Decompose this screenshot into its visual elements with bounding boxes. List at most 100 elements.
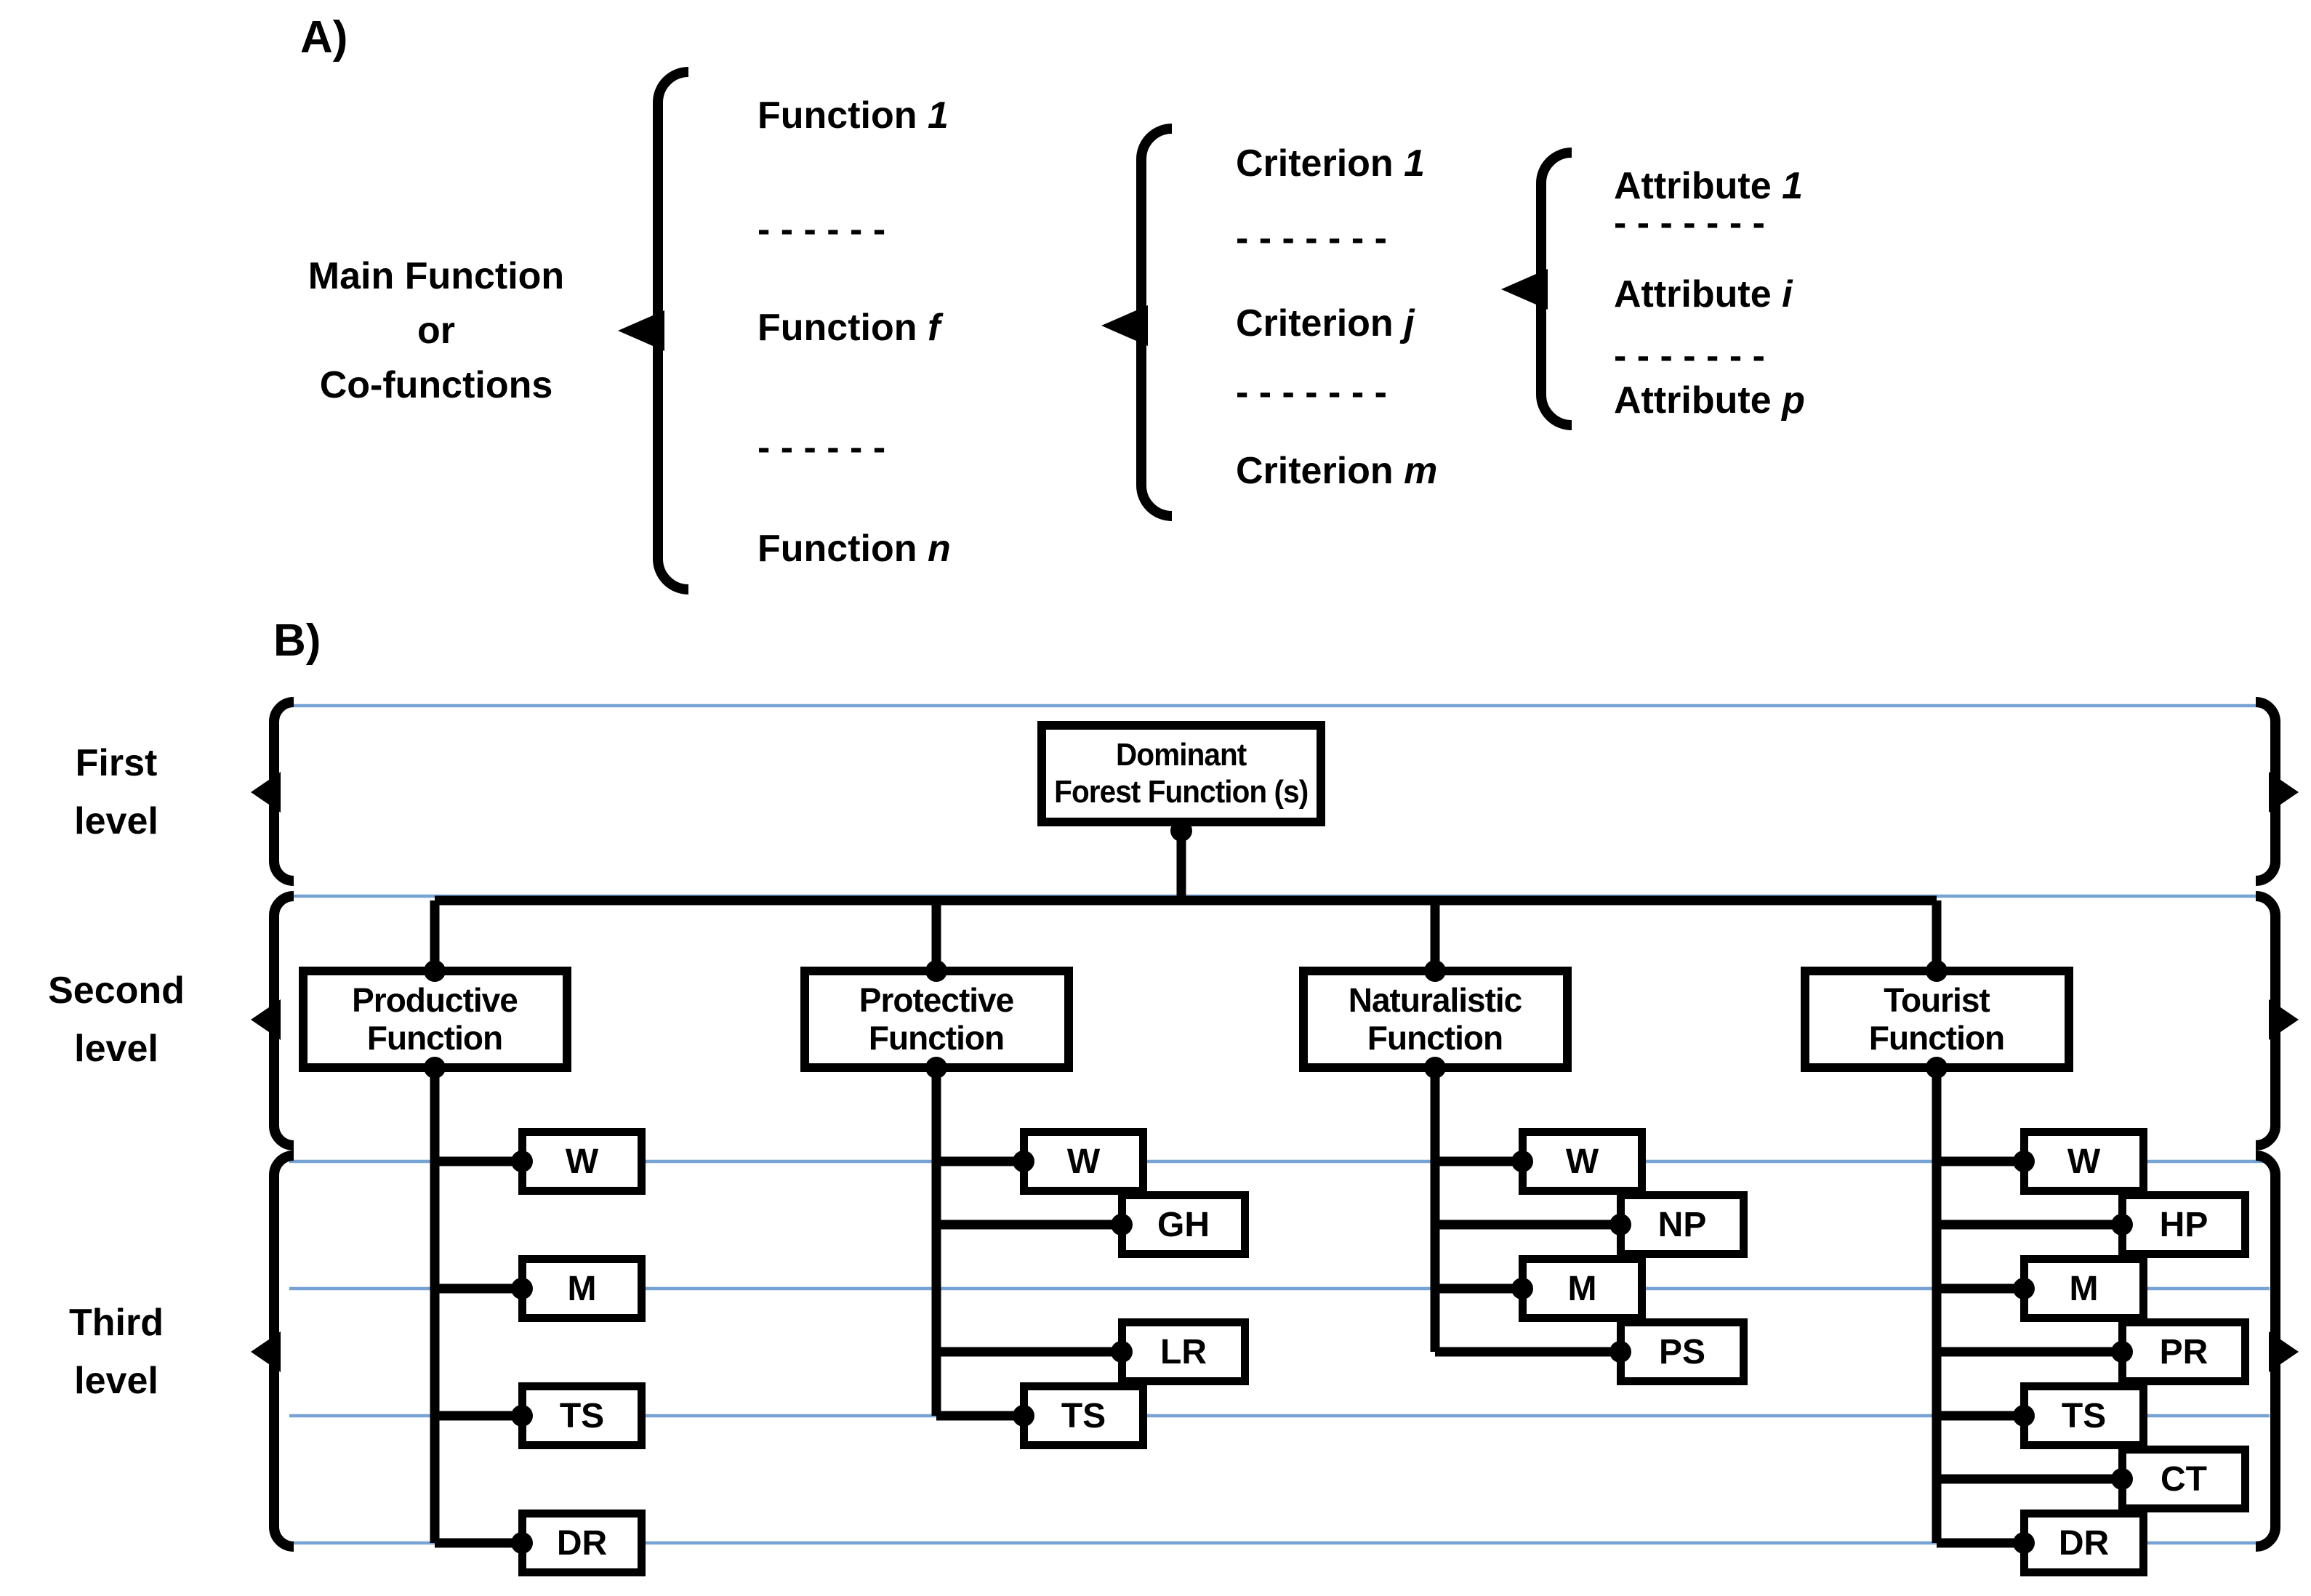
leaf-box: HP (2118, 1191, 2249, 1258)
attributes-item-text: - - - - - - - (1614, 202, 1765, 244)
functions-item-index: f (927, 307, 941, 349)
criteria-item: - - - - - - - (1236, 217, 1387, 260)
leaf-box-label: M (2069, 1269, 2099, 1308)
leaf-box-label: M (1567, 1269, 1597, 1308)
criteria-item-text: - - - - - - - (1236, 371, 1387, 414)
functions-item-text: Function (757, 307, 928, 349)
functions-item: Function n (757, 527, 951, 571)
level-label-line: level (74, 1028, 158, 1070)
criteria-item: Criterion j (1236, 302, 1415, 345)
attributes-item-text: Attribute (1614, 379, 1783, 422)
level-label-line: level (74, 1360, 158, 1402)
leaf-box: M (518, 1255, 646, 1322)
leaf-box: W (1519, 1128, 1646, 1195)
leaf-box-label: W (2067, 1142, 2101, 1181)
criteria-item-index: m (1404, 450, 1438, 492)
section-a-label: A) (300, 12, 348, 63)
attributes-item-index: p (1782, 379, 1805, 422)
leaf-box: TS (1020, 1382, 1147, 1449)
criteria-item-index: 1 (1404, 142, 1426, 185)
functions-item-index: n (927, 528, 951, 570)
criteria-item-text: Criterion (1236, 142, 1404, 185)
main-function-label-line: or (417, 310, 455, 352)
leaf-box-label: TS (559, 1396, 605, 1435)
attributes-item: Attribute p (1614, 379, 1805, 422)
leaf-box-label: TS (1061, 1396, 1106, 1435)
functions-item: - - - - - - (757, 426, 885, 469)
leaf-box: CT (2118, 1446, 2249, 1512)
functions-item-text: Function (757, 528, 928, 570)
leaf-box: DR (518, 1510, 646, 1576)
criteria-item-index: j (1404, 302, 1415, 344)
functions-item-text: - - - - - - (757, 209, 886, 251)
main-function-label-line: Main Function (308, 255, 565, 297)
branch-box-line: Function (1868, 1018, 2005, 1057)
functions-item: Function f (757, 306, 940, 350)
leaf-box: NP (1617, 1191, 1748, 1258)
attributes-item: Attribute 1 (1614, 164, 1803, 208)
level-label-line: Second (48, 970, 185, 1012)
branch-box-line: Function (366, 1018, 503, 1057)
leaf-box: M (2020, 1255, 2147, 1322)
attributes-item: Attribute i (1614, 273, 1793, 316)
branch-box-line: Function (868, 1018, 1005, 1057)
leaf-box-label: TS (2061, 1396, 2107, 1435)
leaf-box: TS (518, 1382, 646, 1449)
leaf-box-label: PR (2159, 1332, 2208, 1371)
criteria-item-text: Criterion (1236, 302, 1404, 344)
functions-item: Function 1 (757, 94, 949, 137)
leaf-box-label: DR (2058, 1523, 2110, 1563)
attributes-item-text: - - - - - - - (1614, 335, 1765, 377)
functions-item-index: 1 (927, 94, 949, 137)
root-box-line: Forest Function (s) (1054, 773, 1309, 810)
attributes-item-text: Attribute (1614, 165, 1783, 207)
leaf-box-label: W (565, 1142, 599, 1181)
leaf-box-label: PS (1658, 1332, 1706, 1371)
leaf-box-label: W (1565, 1142, 1599, 1181)
functions-item-text: Function (757, 94, 928, 137)
branch-box-line: Protective (859, 980, 1014, 1019)
root-box-line: Dominant (1116, 736, 1247, 773)
branch-box-line: Naturalistic (1348, 980, 1523, 1019)
leaf-box: PR (2118, 1318, 2249, 1385)
leaf-box-label: W (1066, 1142, 1101, 1181)
functions-item: - - - - - - (757, 208, 885, 251)
functions-item-text: - - - - - - (757, 427, 886, 469)
leaf-box: W (518, 1128, 646, 1195)
section-b-label: B) (273, 616, 321, 666)
criteria-item: - - - - - - - (1236, 371, 1387, 414)
attributes-item-index: i (1782, 273, 1793, 315)
criteria-item: Criterion 1 (1236, 142, 1425, 185)
branch-box-line: Function (1367, 1018, 1503, 1057)
leaf-box-label: M (567, 1269, 597, 1308)
leaf-box-label: HP (2159, 1205, 2208, 1244)
criteria-item-text: - - - - - - - (1236, 217, 1387, 259)
attributes-item: - - - - - - - (1614, 334, 1765, 378)
attributes-item: - - - - - - - (1614, 201, 1765, 245)
leaf-box: W (1020, 1128, 1147, 1195)
level-label-line: level (74, 800, 158, 842)
leaf-box-label: LR (1160, 1332, 1207, 1371)
leaf-box: TS (2020, 1382, 2147, 1449)
leaf-box: GH (1118, 1191, 1249, 1258)
attributes-item-index: 1 (1782, 165, 1804, 207)
level-label-line: Third (69, 1302, 164, 1344)
criteria-item: Criterion m (1236, 449, 1437, 493)
leaf-box-label: NP (1657, 1205, 1707, 1244)
main-function-label-line: Co-functions (319, 364, 553, 406)
leaf-box: M (1519, 1255, 1646, 1322)
leaf-box-label: GH (1157, 1205, 1210, 1244)
attributes-item-text: Attribute (1614, 273, 1783, 315)
leaf-box: LR (1118, 1318, 1249, 1385)
